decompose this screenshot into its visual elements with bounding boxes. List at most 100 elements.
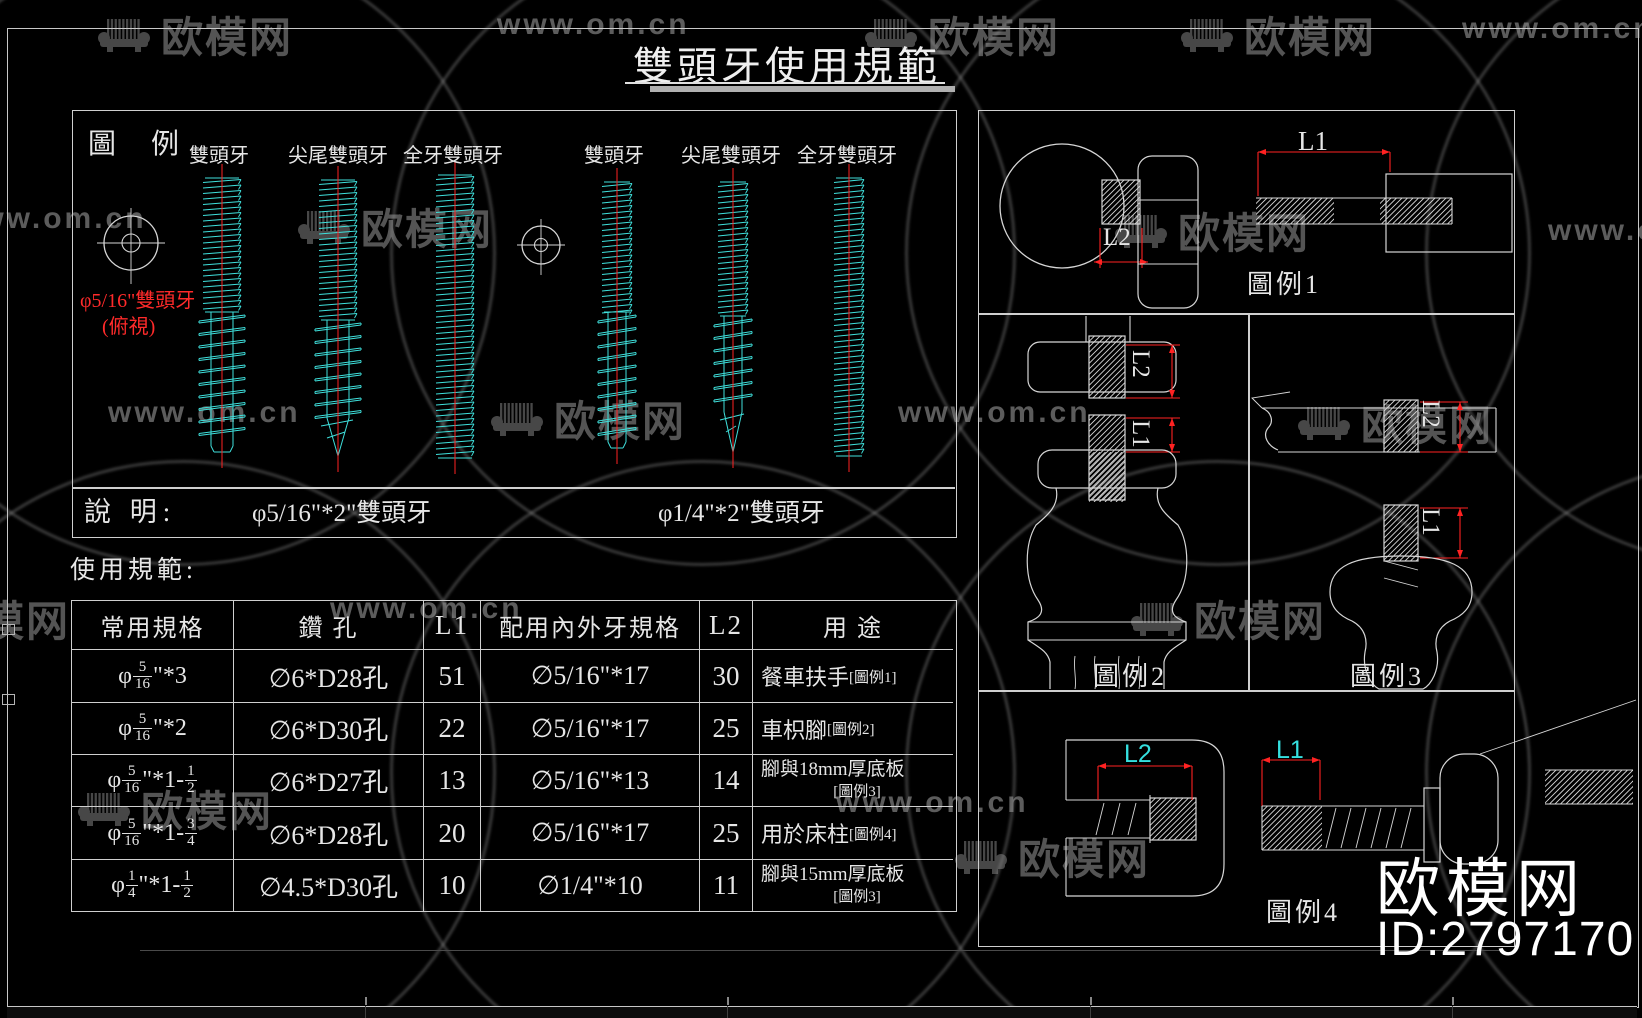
ruler-tick bbox=[1090, 997, 1092, 1005]
screw-label: 尖尾雙頭牙 bbox=[288, 145, 388, 167]
table-cell: 11 bbox=[700, 860, 753, 911]
watermark-brand-text: 欧模网 bbox=[1244, 14, 1377, 61]
sofa-icon bbox=[491, 402, 543, 436]
table-cell: 14 bbox=[700, 755, 753, 807]
screw-label: 全牙雙頭牙 bbox=[403, 145, 503, 167]
table-cell: ∅1/4"*10 bbox=[481, 860, 700, 911]
title-underline bbox=[625, 82, 945, 84]
table-cell: 餐車扶手[圖例1] bbox=[753, 650, 953, 703]
usage-heading: 使用規範: bbox=[70, 557, 197, 584]
site-logo-text: 欧模网 bbox=[1376, 853, 1586, 925]
panel-example3 bbox=[1248, 313, 1515, 692]
sofa-icon bbox=[1131, 602, 1183, 636]
table-cell: ∅6*D27孔 bbox=[234, 755, 424, 807]
ruler-tick bbox=[365, 997, 367, 1005]
legend-box bbox=[72, 110, 957, 538]
note-spec-right: φ1/4"*2"雙頭牙 bbox=[658, 500, 825, 527]
table-cell: 20 bbox=[424, 807, 481, 860]
table-cell: 車枳腳[圖例2] bbox=[753, 703, 953, 755]
table-cell: ∅6*D30孔 bbox=[234, 703, 424, 755]
dim-label-l1: L1 bbox=[1276, 736, 1304, 764]
watermark-url: www.om.cn bbox=[1548, 214, 1642, 247]
screw-label: 雙頭牙 bbox=[584, 145, 644, 167]
note-spec-left: φ5/16"*2"雙頭牙 bbox=[252, 500, 432, 527]
legend-header: 圖 例 bbox=[88, 129, 194, 160]
frame-mark bbox=[2, 694, 15, 705]
watermark-logo: 欧模网 bbox=[295, 196, 493, 257]
watermark-logo: 欧模网 bbox=[488, 388, 686, 449]
top-view-caption: φ5/16"雙頭牙 bbox=[80, 290, 196, 312]
legend-divider bbox=[72, 487, 955, 489]
table-cell: 25 bbox=[700, 807, 753, 860]
panel-example2 bbox=[978, 313, 1250, 692]
table-cell: 30 bbox=[700, 650, 753, 703]
table-cell: 腳與15mm厚底板[圖例3] bbox=[761, 863, 905, 906]
top-view-caption: (俯視) bbox=[102, 316, 156, 338]
dim-label-l1: L1 bbox=[1298, 126, 1328, 156]
watermark-logo: 欧模网 bbox=[0, 588, 70, 649]
watermark-brand-text: 欧模网 bbox=[0, 598, 71, 645]
table-cell: ∅6*D28孔 bbox=[234, 807, 424, 860]
sofa-icon bbox=[955, 840, 1007, 874]
table-cell: ∅5/16"*17 bbox=[481, 650, 700, 703]
frame-baseline bbox=[140, 950, 1500, 951]
watermark-brand-text: 欧模网 bbox=[1361, 402, 1494, 449]
dim-label-l2: L2 bbox=[1103, 224, 1131, 251]
panel-label-2: 圖例2 bbox=[1093, 662, 1168, 691]
table-header-cell: L2 bbox=[700, 601, 753, 650]
watermark-url: www.om.cn bbox=[898, 396, 1091, 429]
watermark-url: www.om.cn bbox=[108, 396, 301, 429]
ruler-tick bbox=[727, 997, 729, 1005]
table-header-cell: 用 途 bbox=[753, 601, 953, 650]
strip-divider bbox=[365, 1006, 366, 1018]
dim-label-l2: L2 bbox=[1124, 740, 1152, 768]
table-cell: 25 bbox=[700, 703, 753, 755]
watermark-logo: 欧模网 bbox=[1295, 392, 1493, 453]
table-cell: ∅5/16"*13 bbox=[481, 755, 700, 807]
table-cell: 13 bbox=[424, 755, 481, 807]
screw-label: 尖尾雙頭牙 bbox=[681, 145, 781, 167]
table-header-cell: 配用內外牙規格 bbox=[481, 601, 700, 650]
dim-label-l2: L2 bbox=[1417, 400, 1444, 428]
screw-label: 全牙雙頭牙 bbox=[797, 145, 897, 167]
dim-label-l2: L2 bbox=[1127, 350, 1154, 378]
site-id-text: ID:2797170 bbox=[1376, 913, 1635, 966]
page-title: 雙頭牙使用規範 bbox=[633, 44, 941, 89]
table-cell: ∅5/16"*17 bbox=[481, 703, 700, 755]
panel-label-4: 圖例4 bbox=[1266, 898, 1341, 927]
frame-mark bbox=[2, 624, 15, 635]
watermark-logo: 欧模网 bbox=[952, 826, 1150, 887]
dim-label-l1: L1 bbox=[1127, 420, 1154, 448]
table-cell: ∅5/16"*17 bbox=[481, 807, 700, 860]
title-underbar bbox=[650, 86, 955, 92]
watermark-brand-text: 欧模网 bbox=[1178, 210, 1311, 257]
watermark-logo: 欧模网 bbox=[75, 778, 273, 839]
table-cell: 51 bbox=[424, 650, 481, 703]
panel-label-1: 圖例1 bbox=[1247, 270, 1322, 299]
dim-label-l1: L1 bbox=[1417, 508, 1444, 536]
watermark-brand-text: 欧模网 bbox=[361, 206, 494, 253]
watermark-brand-text: 欧模网 bbox=[161, 14, 294, 61]
table-cell: ∅6*D28孔 bbox=[234, 650, 424, 703]
panel-example4 bbox=[978, 690, 1515, 947]
table-cell: 22 bbox=[424, 703, 481, 755]
watermark-url: www.om.cn bbox=[497, 8, 690, 41]
sofa-icon bbox=[1298, 406, 1350, 440]
note-label: 說 明: bbox=[84, 497, 177, 527]
watermark-url: www.om.cn bbox=[836, 786, 1029, 819]
table-header-cell: 常用規格 bbox=[72, 601, 234, 650]
watermark-brand-text: 欧模网 bbox=[554, 398, 687, 445]
table-cell: 用於床柱[圖例4] bbox=[753, 807, 953, 860]
strip-divider bbox=[1452, 1006, 1453, 1018]
strip-divider bbox=[1090, 1006, 1091, 1018]
watermark-brand-text: 欧模网 bbox=[1194, 598, 1327, 645]
bottom-strip bbox=[7, 1006, 1637, 1018]
watermark-brand-text: 欧模网 bbox=[1018, 836, 1151, 883]
ruler-tick bbox=[1452, 997, 1454, 1005]
